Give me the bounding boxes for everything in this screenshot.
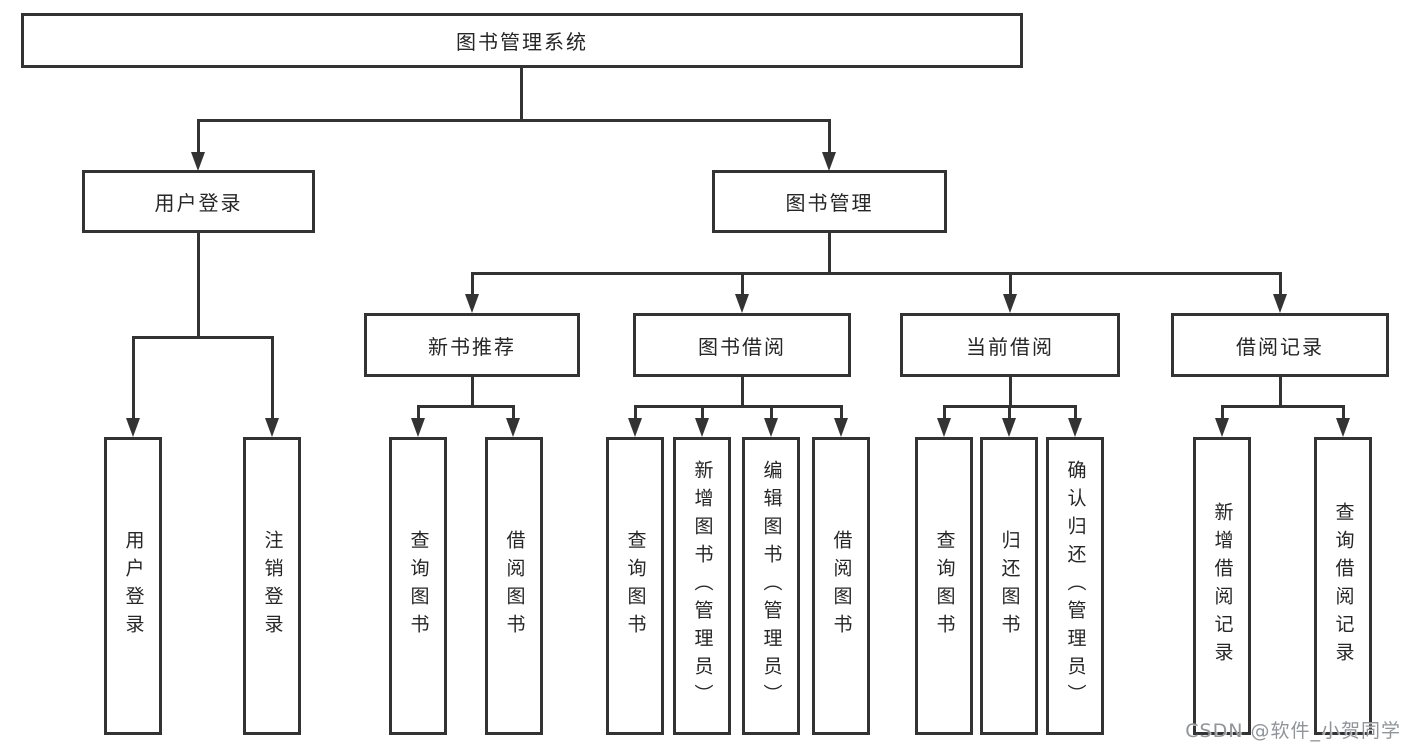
connector-drop [770,405,773,419]
node-label: 注销登录 [261,530,284,642]
node-label: 借阅图书 [830,530,853,642]
connector-borrowing-records-stem [1279,377,1282,405]
arrowhead-down-icon [506,418,520,437]
node-label: 查询图书 [624,530,647,642]
arrowhead-down-icon [937,418,951,437]
connector-drop-book-management [828,119,831,152]
arrowhead-down-icon [411,418,425,437]
node-label: 查询图书 [407,530,430,642]
arrowhead-down-icon [695,418,709,437]
arrowhead-down-icon [126,418,140,437]
connector-drop [417,405,420,419]
arrowhead-down-icon [1215,418,1229,437]
connector-book-borrowing-stem [741,377,744,405]
arrowhead-down-icon [735,294,749,313]
node-current-borrowing: 当前借阅 [900,313,1120,377]
arrowhead-down-icon [628,418,642,437]
arrowhead-down-icon [1336,418,1350,437]
csdn-watermark: CSDN @软件_小贺同学 [1185,720,1401,742]
connector-new-book-bar [417,405,514,408]
arrowhead-down-icon [764,418,778,437]
node-label: 编辑图书（管理员） [760,460,783,712]
arrowhead-down-icon [1002,418,1016,437]
node-label: 新增图书（管理员） [691,460,714,712]
connector-drop [1074,405,1077,419]
node-label: 查询借阅记录 [1332,502,1355,670]
connector-user-login-stem [197,233,200,336]
connector-drop-new-book [471,272,474,295]
arrowhead-down-icon [834,418,848,437]
connector-borrowing-records-bar [1221,405,1343,408]
node-label: 用户登录 [154,191,243,215]
node-root-library-system: 图书管理系统 [21,13,1023,68]
arrowhead-down-icon [822,152,836,171]
node-label: 查询图书 [933,530,956,642]
leaf-add-book-admin: 新增图书（管理员） [673,437,731,735]
connector-drop-leaf-user-login [132,336,135,419]
connector-root-bar [197,119,831,122]
connector-new-book-stem [471,377,474,405]
connector-drop [1342,405,1345,419]
connector-drop [943,405,946,419]
leaf-query-borrow-record: 查询借阅记录 [1314,437,1372,735]
leaf-user-login: 用户登录 [104,437,162,735]
node-book-borrowing: 图书借阅 [633,313,851,377]
node-book-management: 图书管理 [712,170,947,233]
node-label: 图书管理 [785,191,874,215]
node-label: 借阅记录 [1236,334,1324,359]
node-label: 用户登录 [122,530,145,642]
node-user-login: 用户登录 [82,170,315,233]
node-new-book-recommendation: 新书推荐 [364,313,580,377]
arrowhead-down-icon [1273,294,1287,313]
leaf-borrow-books: 借阅图书 [812,437,870,735]
leaf-query-books-borrowing: 查询图书 [606,437,664,735]
connector-drop-leaf-logout [271,336,274,419]
node-label: 新书推荐 [428,334,516,359]
leaf-confirm-return-admin: 确认归还（管理员） [1046,437,1104,735]
connector-book-management-stem [828,233,831,272]
connector-drop [512,405,515,419]
node-label: 确认归还（管理员） [1064,460,1087,712]
connector-user-login-bar [132,336,273,339]
connector-drop-book-borrowing [741,272,744,295]
leaf-add-borrow-record: 新增借阅记录 [1193,437,1251,735]
connector-book-management-bar [471,272,1281,275]
connector-drop-borrowing-records [1279,272,1282,295]
connector-drop [701,405,704,419]
connector-current-borrowing-stem [1009,377,1012,405]
node-label: 当前借阅 [966,334,1054,359]
leaf-borrow-books-recommend: 借阅图书 [485,437,543,735]
connector-root-stem [520,68,523,119]
leaf-return-book: 归还图书 [980,437,1038,735]
connector-drop [840,405,843,419]
arrowhead-down-icon [265,418,279,437]
arrowhead-down-icon [465,294,479,313]
connector-drop-user-login [197,119,200,152]
leaf-query-books-recommend: 查询图书 [389,437,447,735]
node-borrowing-records: 借阅记录 [1171,313,1389,377]
leaf-logout: 注销登录 [243,437,301,735]
node-label: 新增借阅记录 [1211,502,1234,670]
node-label: 图书借阅 [698,334,786,359]
node-label: 归还图书 [998,530,1021,642]
connector-drop [634,405,637,419]
leaf-edit-book-admin: 编辑图书（管理员） [742,437,800,735]
connector-drop [1008,405,1011,419]
arrowhead-down-icon [191,152,205,171]
connector-drop-current-borrowing [1009,272,1012,295]
arrowhead-down-icon [1003,294,1017,313]
connector-book-borrowing-bar [634,405,841,408]
arrowhead-down-icon [1068,418,1082,437]
connector-drop [1221,405,1224,419]
leaf-query-books-current: 查询图书 [915,437,973,735]
node-label: 图书管理系统 [456,30,588,54]
node-label: 借阅图书 [503,530,526,642]
